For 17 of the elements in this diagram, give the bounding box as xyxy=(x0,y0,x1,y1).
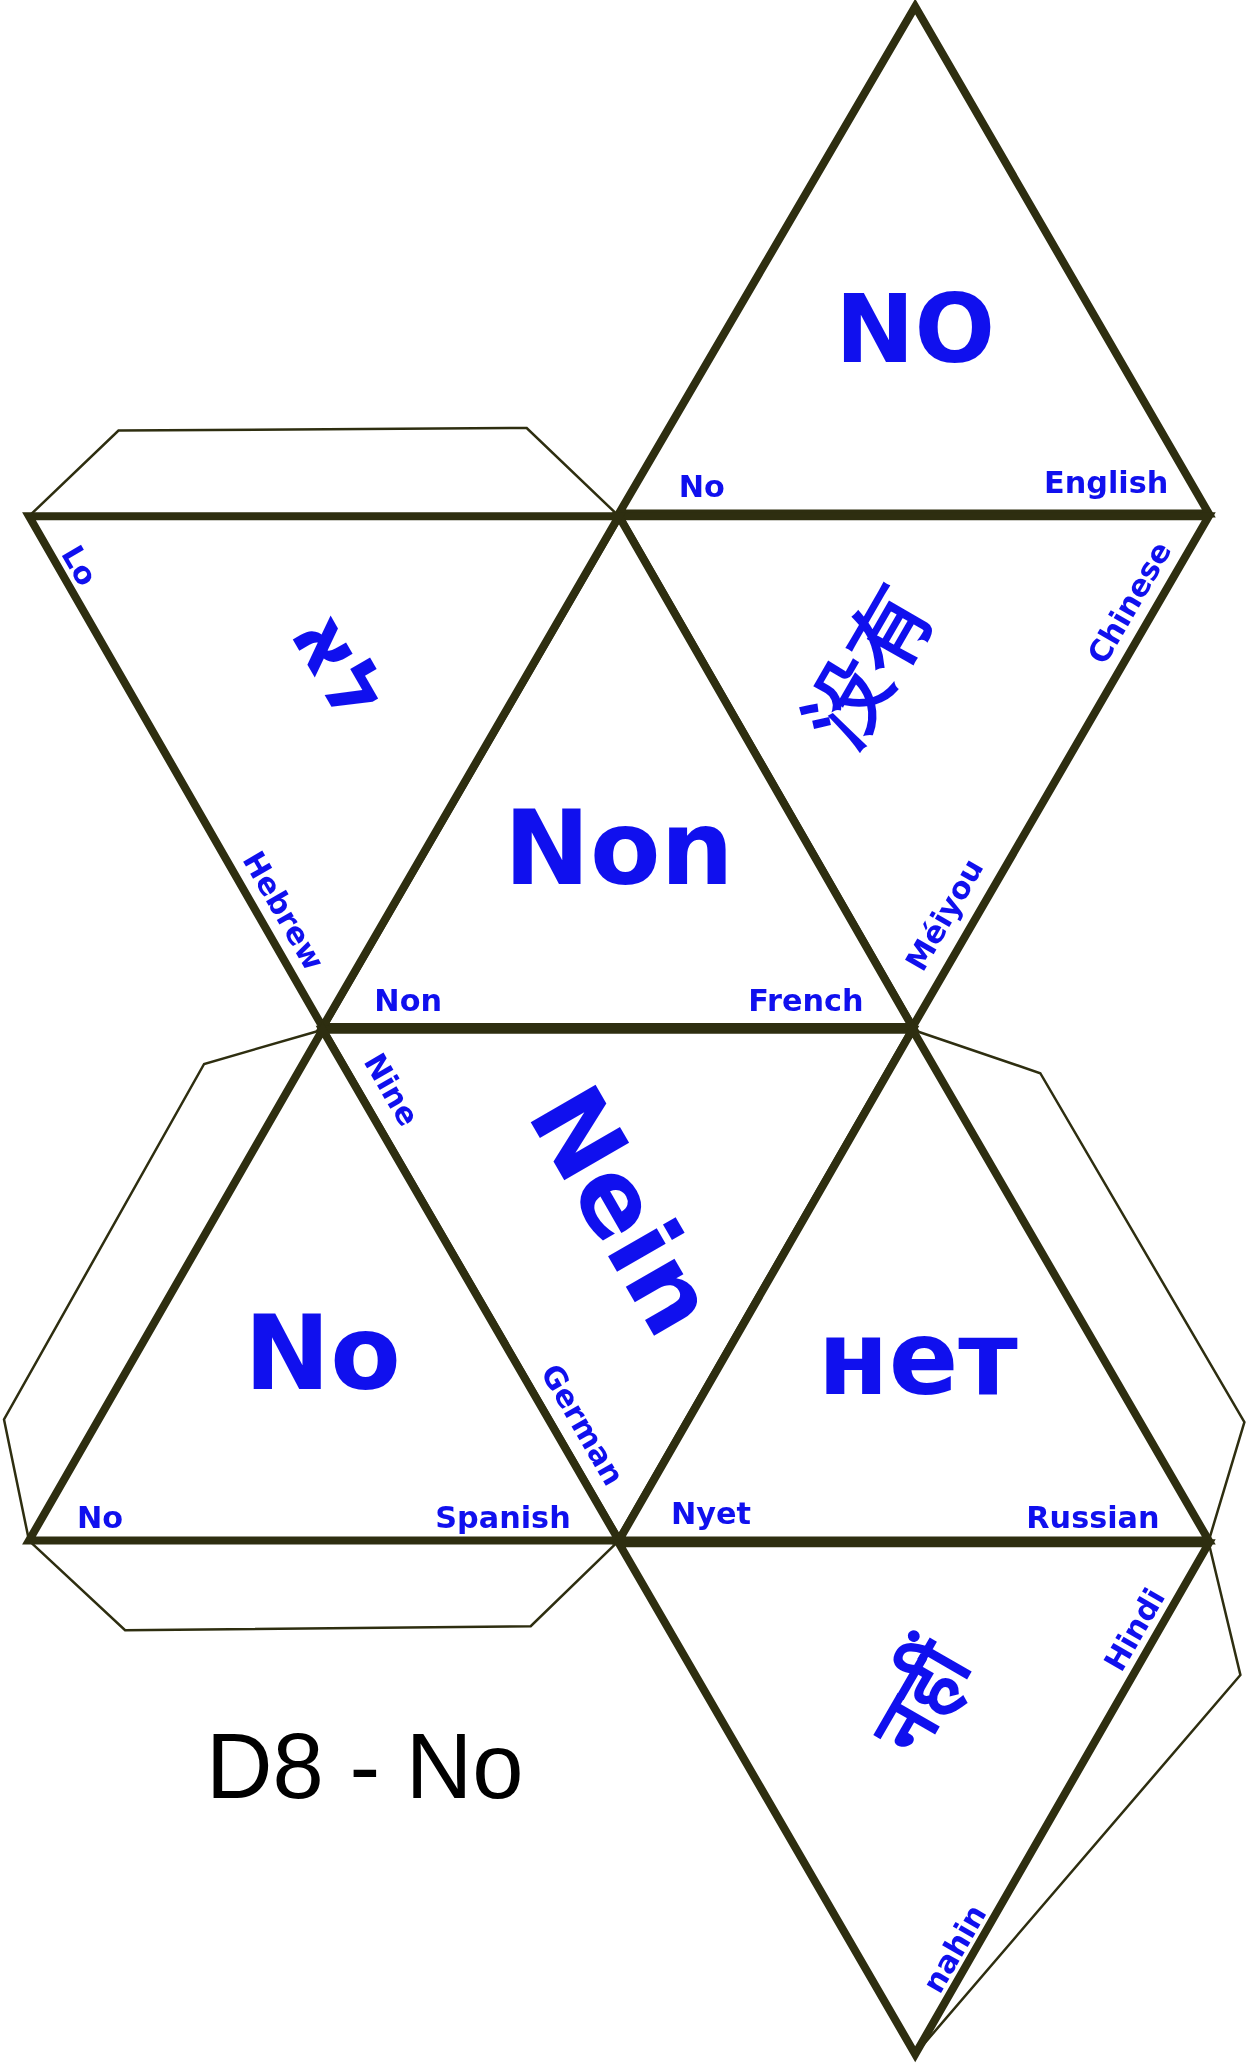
word-label: לא xyxy=(277,597,403,733)
transliteration-label: Lo xyxy=(55,541,103,592)
word-label: нет xyxy=(817,1307,1018,1411)
word-label: Non xyxy=(504,797,734,901)
transliteration-label: No xyxy=(77,1503,124,1534)
transliteration-label: Nyet xyxy=(671,1499,752,1530)
language-label: Spanish xyxy=(435,1503,571,1534)
language-label: English xyxy=(1044,468,1169,499)
word-label: No xyxy=(244,1302,401,1405)
title: D8 - No xyxy=(206,1721,524,1814)
language-label: French xyxy=(748,985,864,1016)
language-label: Russian xyxy=(1026,1503,1160,1534)
transliteration-label: Non xyxy=(374,985,442,1016)
transliteration-label: No xyxy=(678,472,725,503)
word-label: नहीं xyxy=(859,1631,985,1767)
word-label: 没有 xyxy=(792,573,946,757)
word-label: NO xyxy=(835,281,996,377)
